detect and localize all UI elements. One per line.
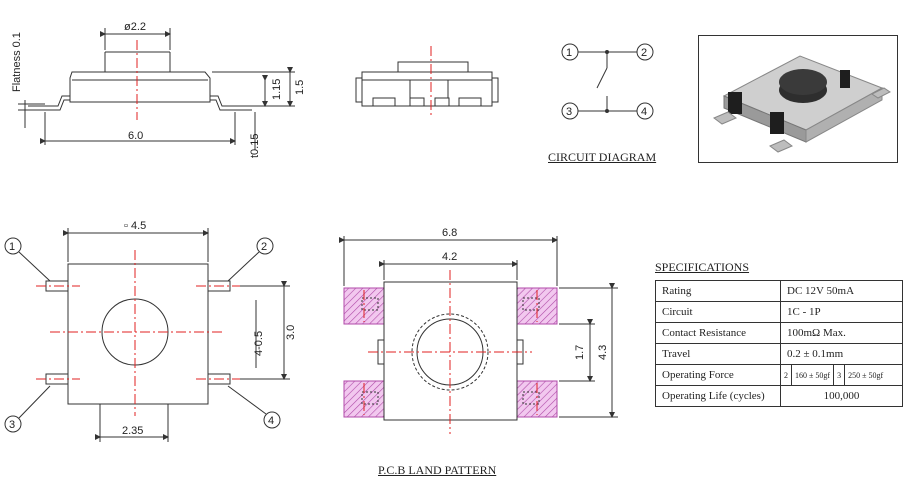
side-body-height-label: 1.15 [271,79,283,100]
pcb-inner-height-label: 1.7 [574,345,586,360]
product-photo [713,55,891,153]
top-pin-span-label: 3.0 [285,325,297,340]
pcb-overall-width-label: 6.8 [442,227,457,239]
spec-label: Contact Resistance [655,322,781,344]
spec-row: Circuit 1C - 1P [655,301,903,323]
spec-label: Rating [655,280,781,302]
pcb-center-lines [363,270,538,434]
spec-row: Travel 0.2 ± 0.1mm [655,343,903,365]
spec-value: 0.2 ± 0.1mm [780,343,903,365]
side-lead-thickness-label: t0.15 [249,134,261,158]
top-pitch-label: 4-0.5 [253,331,265,356]
top-size-label: ▫ 4.5 [124,220,146,232]
product-photo-frame [698,35,898,163]
top-center-lines [36,250,240,416]
front-view [355,61,499,107]
spec-row: Operating Life (cycles) 100,000 [655,385,903,407]
side-width-label: 6.0 [128,130,143,142]
top-offset-label: 2.35 [122,425,143,437]
top-pin-3: 3 [9,419,15,431]
spec-row: Rating DC 12V 50mA [655,280,903,302]
top-pin-2: 2 [261,241,267,253]
side-total-height-label: 1.5 [294,80,306,95]
circuit-pin-2: 2 [641,47,647,59]
pcb-caption: P.C.B LAND PATTERN [378,463,497,477]
side-view [18,28,295,150]
side-flatness-label: Flatness 0.1 [11,32,23,92]
force-option-value: 250 ± 50gf [844,365,886,385]
pcb-land-pattern [339,236,618,421]
pcb-overall-height-label: 4.3 [597,345,609,360]
pcb-inner-width-label: 4.2 [442,251,457,263]
specifications-title: SPECIFICATIONS [655,260,750,274]
spec-label: Circuit [655,301,781,323]
spec-label: Operating Life (cycles) [655,385,781,407]
force-option-value: 160 ± 50gf [791,365,833,385]
top-pin-1: 1 [9,241,15,253]
circuit-diagram [561,43,654,120]
top-view [4,228,290,442]
spec-row: Operating Force 2 160 ± 50gf 3 250 ± 50g… [655,364,903,386]
force-option-code: 3 [833,365,844,385]
spec-row: Contact Resistance 100mΩ Max. [655,322,903,344]
top-body [67,263,209,405]
circuit-diagram-caption: CIRCUIT DIAGRAM [548,150,657,164]
circuit-pin-1: 1 [566,47,572,59]
circuit-pin-3: 3 [566,106,572,118]
spec-value: 1C - 1P [780,301,903,323]
side-diameter-label: ø2.2 [124,21,146,33]
spec-force-options: 2 160 ± 50gf 3 250 ± 50gf [780,364,903,386]
side-body [69,71,211,103]
circuit-pin-4: 4 [641,106,647,118]
spec-label: Travel [655,343,781,365]
force-option-code: 2 [784,370,788,380]
spec-label: Operating Force [655,364,781,386]
switch-lever [596,67,608,89]
specifications-table: Rating DC 12V 50mA Circuit 1C - 1P Conta… [655,280,903,407]
spec-value: 100,000 [780,385,903,407]
spec-value: DC 12V 50mA [780,280,903,302]
spec-value: 100mΩ Max. [780,322,903,344]
top-pin-4: 4 [268,415,274,427]
